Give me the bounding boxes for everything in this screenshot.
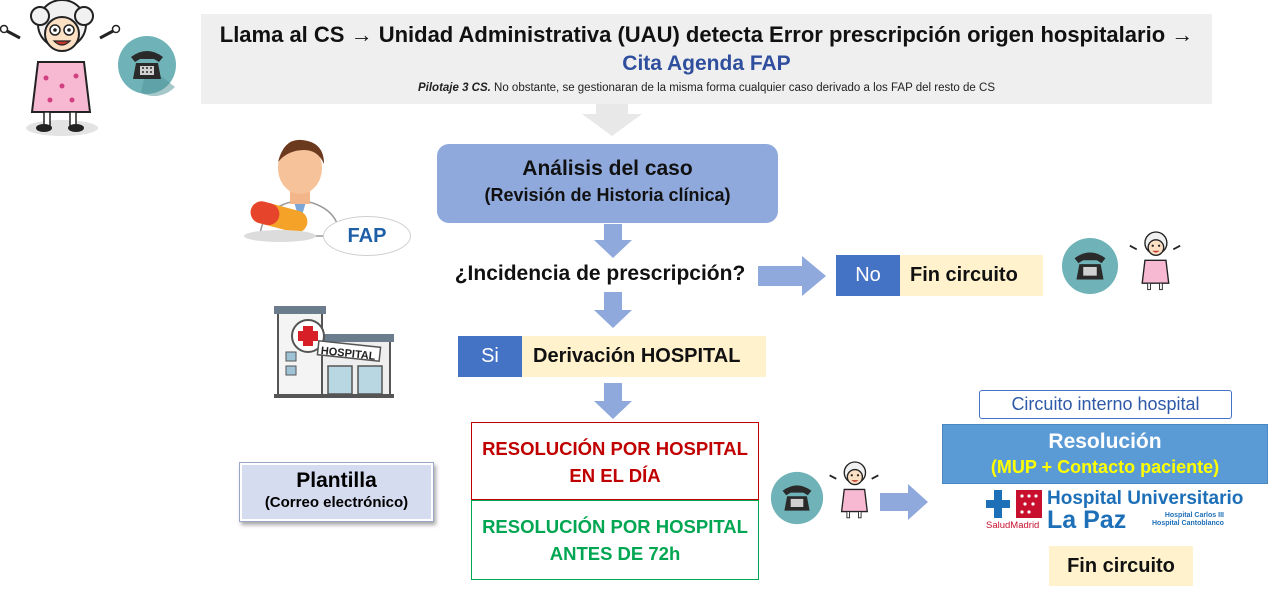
header-title: Llama al CS → Unidad Administrativa (UAU… [219, 22, 1194, 47]
branch-si-result: Derivación HOSPITAL [522, 336, 766, 377]
branch-si-tag: Si [458, 336, 522, 377]
resolution-72h-line2: ANTES DE 72h [549, 543, 681, 564]
resolution-same-day: RESOLUCIÓN POR HOSPITAL EN EL DÍA [471, 422, 759, 500]
arrow-right-icon [758, 256, 826, 296]
header-subtitle: Cita Agenda FAP [622, 52, 791, 75]
phone-icon [1061, 237, 1119, 295]
grandma-icon [1129, 231, 1181, 291]
header-note-bold: Pilotaje 3 CS. [417, 82, 491, 94]
hospital-logo-small: Hospital Carlos III Hospital Cantoblanco [1152, 512, 1224, 528]
resolution-72h: RESOLUCIÓN POR HOSPITAL ANTES DE 72h [471, 500, 759, 580]
resolution-subtitle: (MUP + Contacto paciente) [990, 457, 1220, 477]
plantilla-subtitle: (Correo electrónico) [264, 494, 409, 511]
grandma-icon [0, 0, 121, 136]
analysis-subtitle: (Revisión de Historia clínica) [484, 185, 731, 205]
arrow-down-icon [594, 224, 632, 258]
hospital-logo-small2: Hospital Cantoblanco [1152, 520, 1224, 527]
plantilla-box: Plantilla (Correo electrónico) [239, 462, 434, 522]
svg-text:HOSPITAL: HOSPITAL [320, 345, 376, 363]
resolution-same-day-line1: RESOLUCIÓN POR HOSPITAL [482, 438, 748, 459]
resolution-title: Resolución [1048, 430, 1162, 453]
internal-circuit-label: Circuito interno hospital [979, 390, 1232, 419]
resolution-same-day-line2: EN EL DÍA [569, 465, 661, 486]
plantilla-title: Plantilla [296, 469, 377, 492]
hospital-logo-line1: Hospital Universitario [1047, 488, 1244, 509]
prescription-question: ¿Incidencia de prescripción? [454, 262, 746, 285]
header-box: Llama al CS → Unidad Administrativa (UAU… [201, 14, 1212, 104]
doctor-icon [244, 139, 341, 242]
hospital-logo-small1: Hospital Carlos III [1164, 512, 1224, 519]
final-end: Fin circuito [1049, 546, 1193, 586]
phone-icon [770, 471, 824, 525]
fap-label: FAP [323, 216, 411, 256]
hospital-icon: HOSPITAL [274, 306, 394, 398]
grandma-icon [829, 461, 879, 519]
header-note-text: No obstante, se gestionaran de la misma … [490, 82, 995, 94]
header-note: Pilotaje 3 CS. No obstante, se gestionar… [201, 82, 1212, 94]
salud-madrid-text: SaludMadrid [986, 520, 1040, 531]
branch-no-result: Fin circuito [900, 255, 1043, 296]
phone-icon [118, 36, 176, 97]
hospital-logo-line2: La Paz [1047, 506, 1127, 534]
arrow-down-icon [582, 104, 642, 136]
resolution-72h-line1: RESOLUCIÓN POR HOSPITAL [482, 516, 748, 537]
arrow-right-icon [880, 484, 928, 520]
branch-no-tag: No [836, 255, 900, 296]
resolution-box: Resolución (MUP + Contacto paciente) [942, 424, 1268, 484]
analysis-box: Análisis del caso (Revisión de Historia … [437, 144, 778, 223]
analysis-title: Análisis del caso [522, 157, 693, 180]
salud-madrid-logo-icon [986, 490, 1042, 518]
arrow-down-icon [594, 383, 632, 419]
arrow-down-icon [594, 292, 632, 328]
